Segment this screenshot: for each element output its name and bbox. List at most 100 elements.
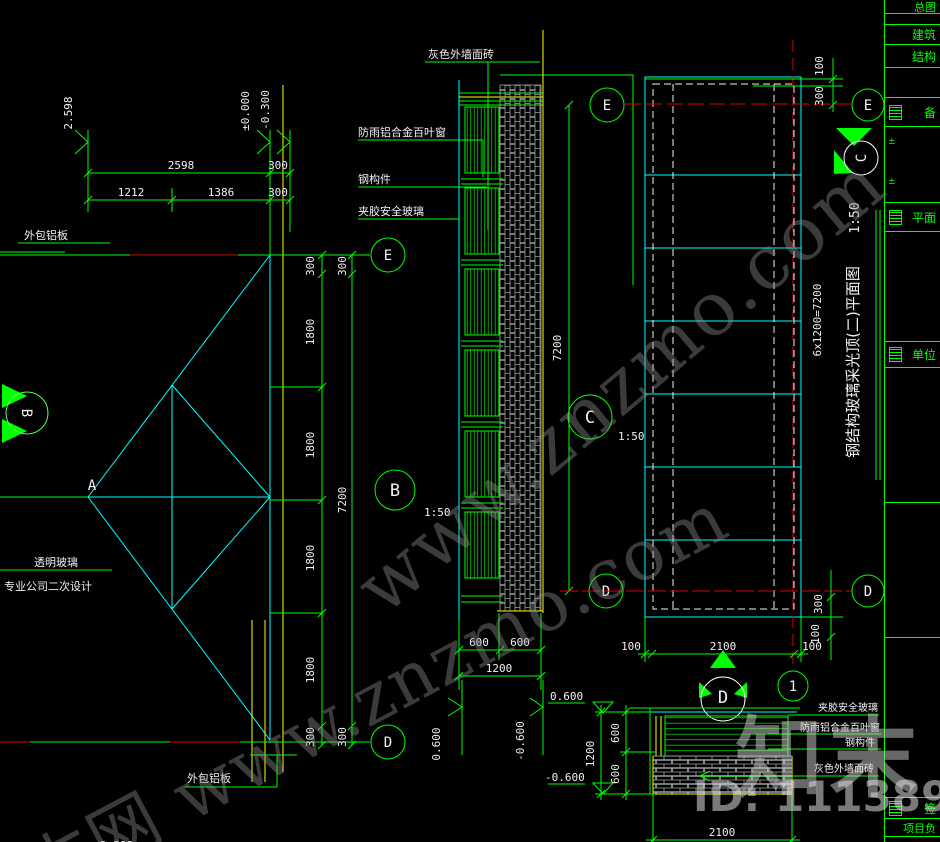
document-icon [889,209,902,225]
sidebar-spacer [885,503,940,638]
label-outer-aluminum: 外包铝板 [187,771,231,785]
axis-e: E [603,98,611,114]
label-steel-member: 钢构件 [358,172,391,186]
dim-100: 100 [813,56,826,76]
sheet-title-strip: 钢结构玻璃采光顶(二)平面图 1:50 [844,202,881,480]
wall-section-linework [358,30,634,755]
section-marker-b: B [2,384,49,443]
sidebar-item-label: 项目负 [903,821,936,835]
dim-1800: 1800 [304,545,317,572]
dim-1800: 1800 [304,319,317,346]
dim-1800: 1800 [304,432,317,459]
document-icon [889,800,902,816]
sidebar-item-unit[interactable]: 单位 [885,342,940,368]
dim-7200: 7200 [336,487,349,514]
dim-2598: 2598 [168,159,195,172]
dim-7200: 7200 [551,335,564,362]
axis-d: D [384,735,392,751]
sidebar-item-general-plan[interactable]: 总图 [885,0,940,14]
dim-300: 300 [304,727,317,747]
detail-b-label: B [390,481,400,501]
axis-d: D [602,584,610,600]
sidebar-spacer [885,368,940,503]
detail-b-scale: 1:50 [424,506,451,519]
dim-600: 600 [510,636,530,649]
axis-circles-left: E D B 1:50 [370,237,451,760]
label-rain-louver: 防雨铝合金百叶窗 [358,125,446,139]
level-zero: ±0.000 [239,91,252,131]
dim-bay: 6x1200=7200 [811,284,824,357]
level-plus-600: 0.600 [430,727,443,760]
dim-600: 600 [609,723,622,743]
axis-a-label: A [88,478,97,494]
sidebar-item-label: 结构 [911,49,936,64]
detail-marker-d: D [699,650,747,722]
plusminus-mark: ± [888,137,896,147]
dim-300: 300 [812,594,825,614]
section-marker-c-label: C [854,154,870,162]
dim-2100: 2100 [709,826,736,839]
sidebar-spacer [885,638,940,798]
sidebar-item-signature[interactable]: 签 [885,798,940,819]
level-minus-600: -0.600 [545,771,585,784]
document-icon [889,104,902,120]
label-clear-glass: 透明玻璃 [34,555,78,569]
sidebar-item-structure[interactable]: 结构 [885,45,940,68]
dim-300: 300 [336,727,349,747]
level-minus-300: -0.300 [259,90,272,130]
sidebar-levels-row: ± ± [885,127,940,203]
dim-100: 100 [621,640,641,653]
level-minus-600: -0.600 [514,721,527,761]
sidebar-item-label: 单位 [911,348,936,362]
sidebar-spacer [885,232,940,342]
dim-1200: 1200 [486,662,513,675]
dim-1212: 1212 [118,186,145,199]
sidebar-item-architecture[interactable]: 建筑 [885,25,940,45]
axis-1: 1 [789,679,797,695]
level-2598-partial: 2.598 [100,839,133,842]
sidebar-spacer [885,14,940,25]
label-rain-louver: 防雨铝合金百叶窗 [800,721,880,734]
sheet-sidebar: 总图 建筑 结构 备 ± ± 平面 单位 签 项目负 [884,0,940,842]
dim-1200: 1200 [584,741,597,768]
dim-1800: 1800 [304,657,317,684]
sidebar-item-label: 备 [923,105,936,120]
sidebar-item-label: 建筑 [911,28,936,42]
label-gray-wall-tile: 灰色外墙面砖 [814,762,874,775]
dim-1386: 1386 [208,186,235,199]
label-laminated-glass: 夹胶安全玻璃 [818,701,878,714]
sidebar-item-plan[interactable]: 平面 [885,203,940,232]
bottom-detail-text: 夹胶安全玻璃 防雨铝合金百叶窗 钢构件 灰色外墙面砖 1200 600 600 … [545,690,880,839]
sheet-title-scale: 1:50 [848,202,863,233]
document-icon [889,347,902,362]
detail-c-scale: 1:50 [618,430,645,443]
label-steel-member: 钢构件 [845,736,875,749]
bottom-detail-linework [548,701,881,842]
sidebar-item-label: 签 [923,801,936,816]
sidebar-item-notes[interactable]: 备 [885,98,940,127]
dim-600: 600 [469,636,489,649]
axis-e: E [864,98,872,114]
pyramid-plan-linework [0,85,370,788]
sidebar-item-project-lead[interactable]: 项目负 [885,819,940,837]
dim-100: 100 [809,624,822,644]
skylight-plan-text: 100 300 6x1200=7200 300 100 100 2100 100 [621,56,826,653]
sidebar-item-label: 总图 [914,0,936,14]
section-marker-b-label: B [18,409,34,417]
pyramid-plan-text: 2598 300 1212 1386 300 2.598 ±0.000 -0.3… [4,90,349,842]
axis-e: E [384,248,392,264]
label-laminated-glass: 夹胶安全玻璃 [358,204,424,218]
label-gray-wall-tile: 灰色外墙面砖 [428,47,494,61]
detail-c-label: C [585,408,595,428]
wall-section-text: 灰色外墙面砖 防雨铝合金百叶窗 钢构件 夹胶安全玻璃 7200 600 600 … [358,47,564,761]
sidebar-item-label: 平面 [911,210,936,225]
axis-d: D [864,584,872,600]
section-marker-c: C [834,128,879,176]
label-secondary-design: 专业公司二次设计 [4,579,92,593]
dim-600: 600 [609,764,622,784]
dim-300: 300 [304,256,317,276]
dim-100: 100 [802,640,822,653]
dim-300: 300 [813,86,826,106]
